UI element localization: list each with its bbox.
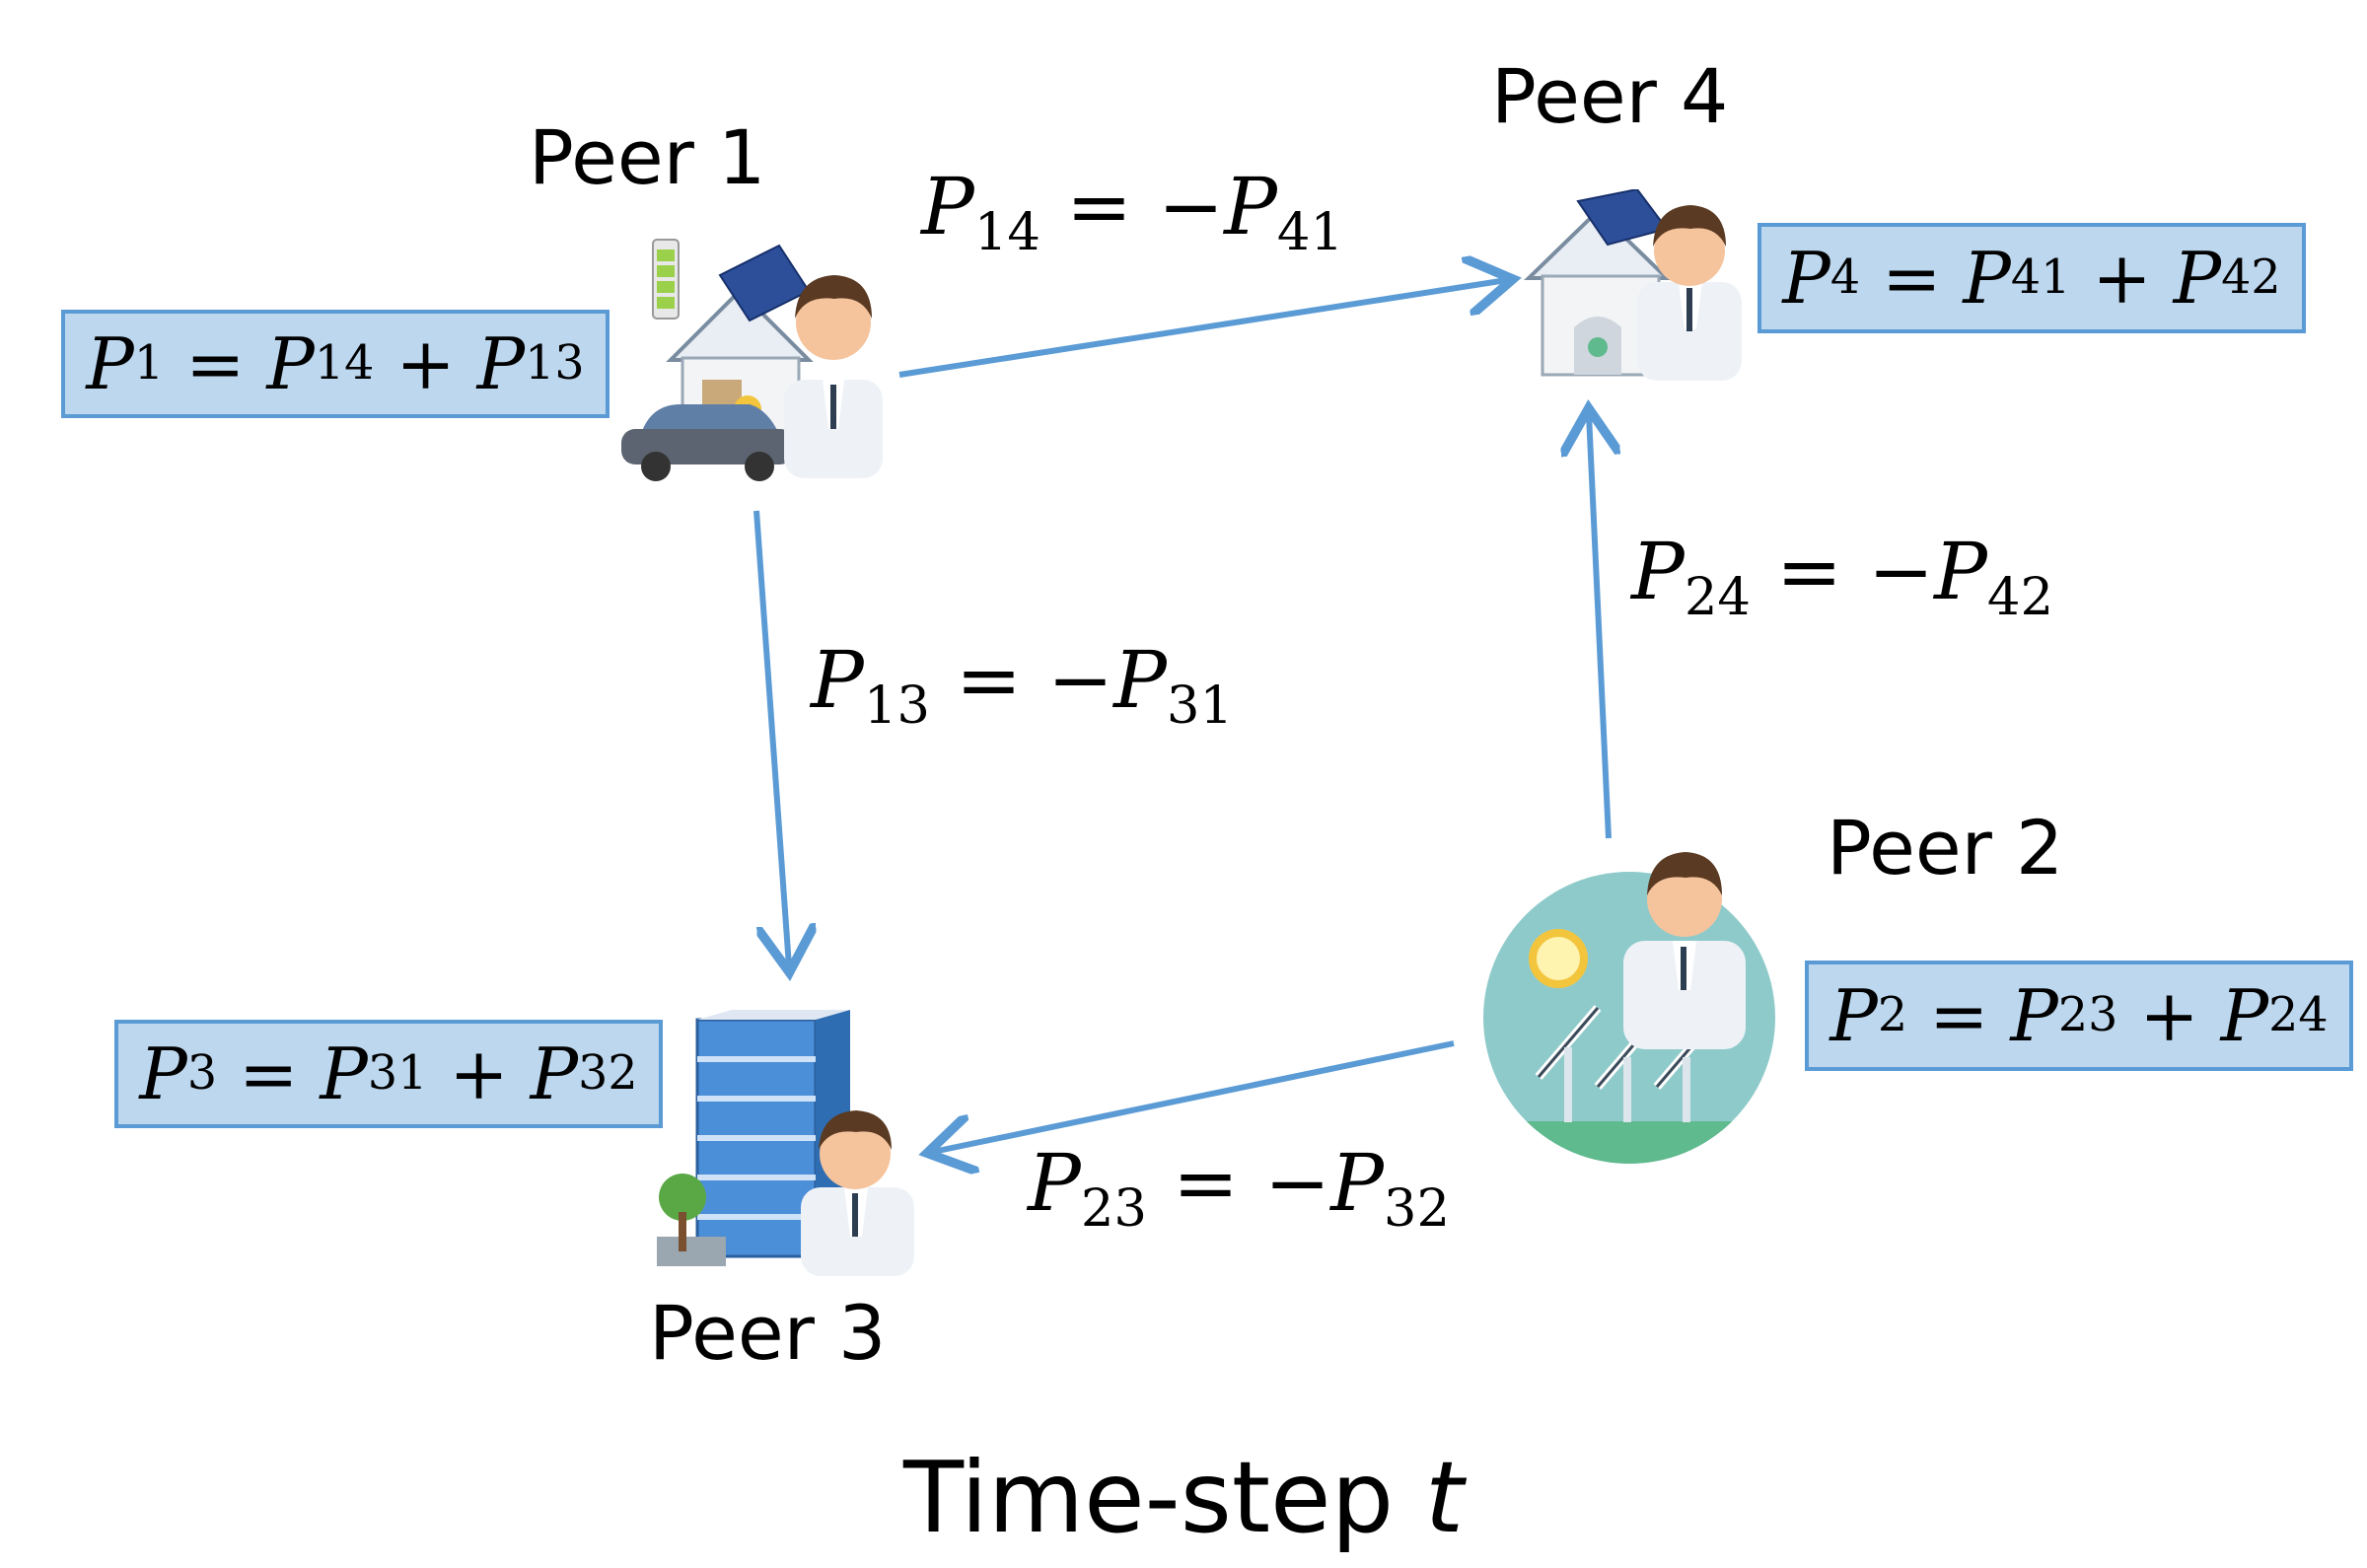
flow-equation-23: P23=−P32 (1028, 1137, 1451, 1239)
time-step-caption: Time-step t (902, 1440, 1465, 1555)
peer1-label: Peer 1 (529, 113, 766, 201)
house-with-solar-battery-ev-person-icon (621, 239, 883, 481)
flow-equation-13: P13=−P31 (811, 634, 1234, 736)
peer3-label: Peer 3 (649, 1289, 887, 1377)
house-with-solar-person-icon (1524, 189, 1742, 381)
flow-equation-14: P14=−P41 (921, 161, 1344, 262)
flow-equation-24: P24=−P42 (1631, 526, 2054, 627)
arrow-peer1-to-peer4 (898, 280, 1507, 378)
arrow-peer2-to-peer4 (1589, 414, 1609, 839)
peer2-label: Peer 2 (1827, 804, 2064, 891)
peer4-label: Peer 4 (1491, 52, 1729, 140)
solar-farm-person-icon (1483, 852, 1775, 1164)
arrow-peer2-to-peer3 (933, 1040, 1455, 1152)
office-building-person-icon (657, 1010, 914, 1276)
arrow-peer1-to-peer3 (753, 510, 789, 966)
